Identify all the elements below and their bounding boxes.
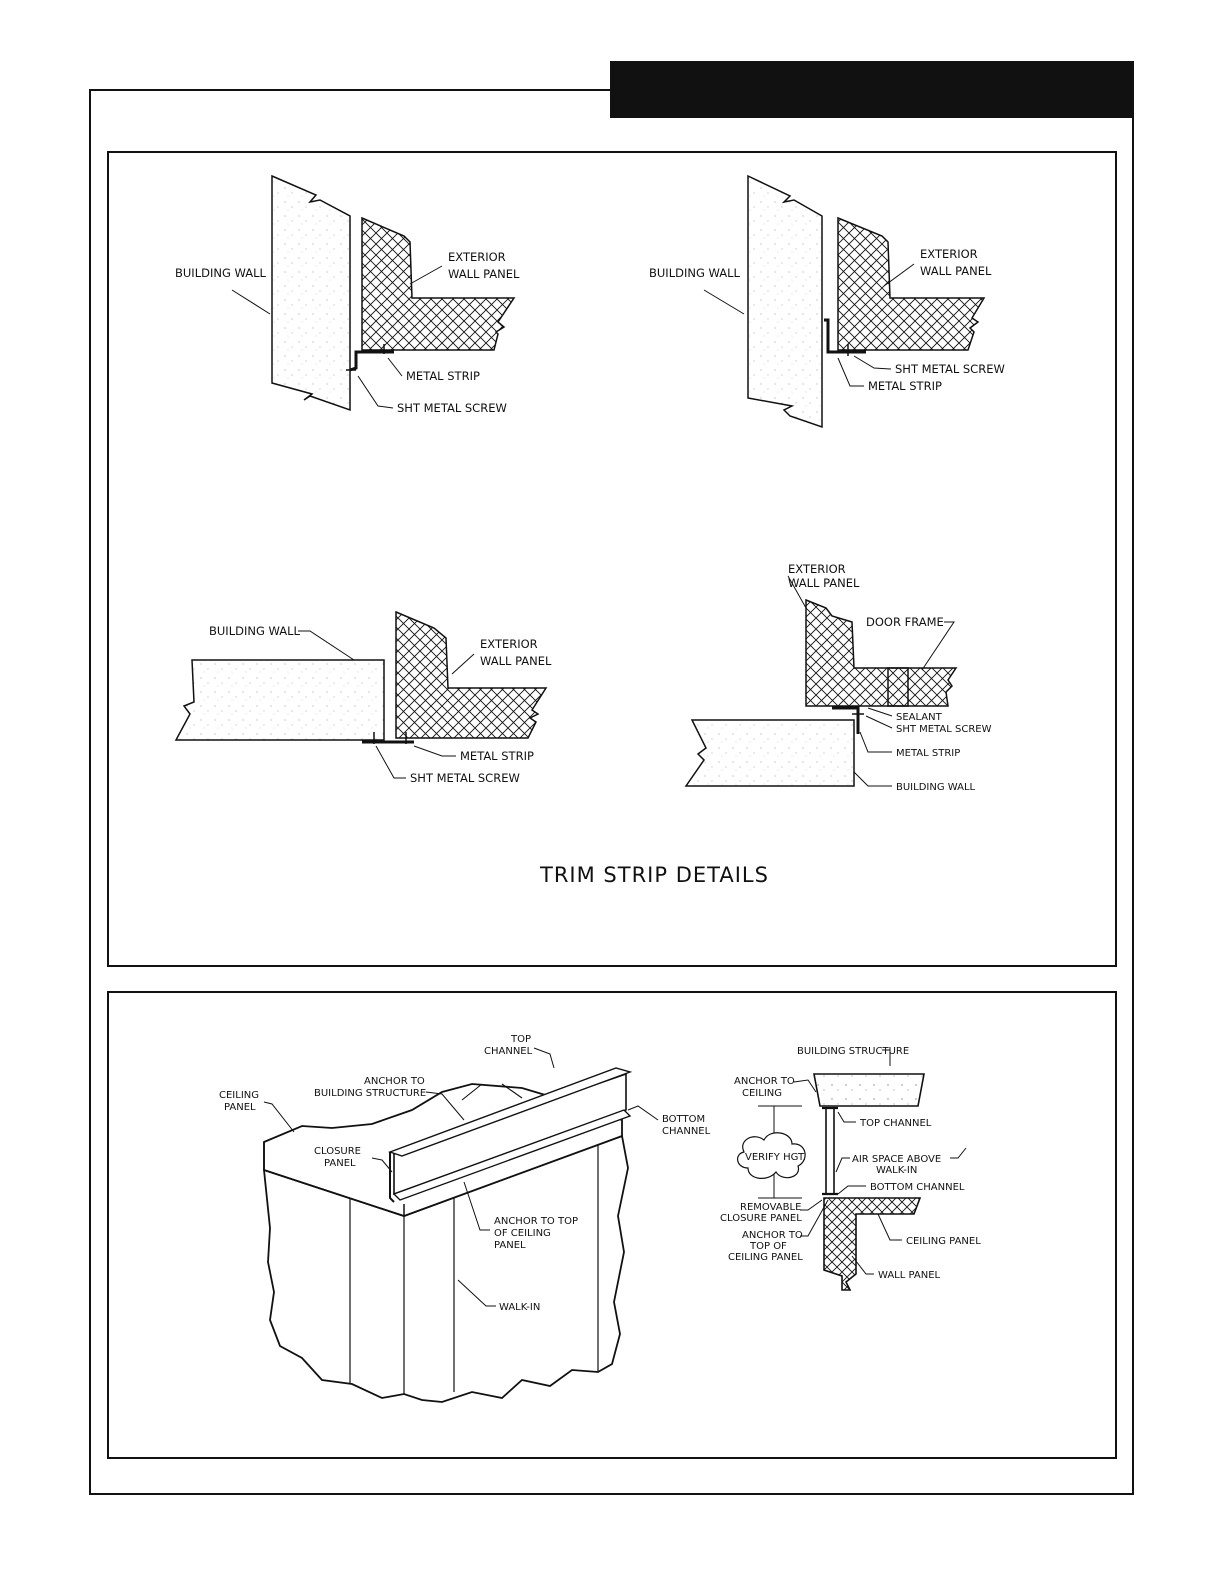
label-closure: CLOSURE (314, 1146, 361, 1157)
label-building-wall: BUILDING WALL (175, 266, 267, 280)
label-metal-strip: METAL STRIP (460, 749, 534, 763)
building-wall-section (271, 174, 351, 412)
trim-strip-drawing: BUILDING WALL EXTERIOR WALL PANEL METAL … (174, 174, 1005, 887)
label-anchor-to-section: ANCHOR TO (742, 1230, 803, 1241)
label-sht-metal-screw: SHT METAL SCREW (410, 771, 520, 785)
label-building-structure: BUILDING STRUCTURE (314, 1088, 426, 1099)
sheet-metal-screw (373, 732, 407, 744)
label-ceiling: CEILING (219, 1090, 259, 1101)
sheet-metal-screw (346, 344, 385, 371)
exterior-wall-panel-section (361, 216, 516, 351)
building-structure-section (813, 1073, 925, 1107)
label-panel: PANEL (224, 1102, 256, 1113)
label-exterior: EXTERIOR (448, 250, 506, 264)
page-frame (89, 89, 1134, 1495)
label-top-channel: TOP CHANNEL (859, 1118, 932, 1129)
door-frame-section (887, 667, 909, 707)
detail-1: BUILDING WALL EXTERIOR WALL PANEL METAL … (175, 174, 520, 415)
building-wall-section (747, 174, 823, 429)
isometric-view: TOP CHANNEL ANCHOR TO BUILDING STRUCTURE… (219, 1034, 711, 1403)
ceiling-and-wall-panel-section (823, 1197, 922, 1291)
label-building-wall: BUILDING WALL (649, 266, 741, 280)
label-of-ceiling: OF CEILING (494, 1228, 551, 1239)
detail-3: BUILDING WALL EXTERIOR WALL PANEL METAL … (174, 610, 552, 785)
label-exterior: EXTERIOR (788, 562, 846, 576)
trim-strip-details-panel: BUILDING WALL EXTERIOR WALL PANEL METAL … (107, 151, 1117, 967)
label-air-space-above: AIR SPACE ABOVE (852, 1154, 941, 1165)
trim-strip-details-title: TRIM STRIP DETAILS (539, 863, 769, 887)
label-wall-panel: WALL PANEL (920, 264, 992, 278)
label-air-space-walk-in: WALK-IN (876, 1165, 917, 1176)
exterior-wall-panel-section (805, 598, 958, 707)
top-channel (387, 1067, 633, 1157)
label-sealant: SEALANT (896, 712, 943, 723)
label-wall-panel: WALL PANEL (788, 576, 860, 590)
label-exterior: EXTERIOR (480, 637, 538, 651)
section-view: BUILDING STRUCTURE ANCHOR TO CEILING TOP… (720, 1046, 981, 1291)
label-ceiling: CEILING (742, 1088, 782, 1099)
metal-strip (349, 350, 394, 372)
label-top-of: TOP OF (749, 1241, 787, 1252)
metal-strip (824, 318, 866, 354)
label-walk-in: WALK-IN (499, 1302, 540, 1313)
exterior-wall-panel-section (395, 610, 548, 739)
label-bottom: BOTTOM (662, 1114, 705, 1125)
closure-panel-drawing: TOP CHANNEL ANCHOR TO BUILDING STRUCTURE… (219, 1034, 981, 1403)
label-channel: CHANNEL (484, 1046, 533, 1057)
label-ceiling-panel-anchor: CEILING PANEL (728, 1252, 803, 1263)
label-ceiling-panel: CEILING PANEL (906, 1236, 981, 1247)
label-sht-metal-screw: SHT METAL SCREW (895, 362, 1005, 376)
detail-4: EXTERIOR WALL PANEL DOOR FRAME SEALANT S… (684, 562, 992, 793)
label-wall-panel: WALL PANEL (480, 654, 552, 668)
label-wall-panel: WALL PANEL (448, 267, 520, 281)
label-closure-panel: CLOSURE PANEL (720, 1213, 802, 1224)
exterior-wall-panel-section (837, 216, 986, 351)
closure-panel-details-panel: TOP CHANNEL ANCHOR TO BUILDING STRUCTURE… (107, 991, 1117, 1459)
label-anchor-to-top: ANCHOR TO TOP (494, 1216, 578, 1227)
label-sht-metal-screw: SHT METAL SCREW (896, 724, 992, 735)
label-bottom-channel: BOTTOM CHANNEL (870, 1182, 965, 1193)
label-building-wall: BUILDING WALL (896, 782, 976, 793)
label-anchor-panel: PANEL (494, 1240, 526, 1251)
walk-in-box (262, 1134, 629, 1403)
label-metal-strip: METAL STRIP (868, 379, 942, 393)
label-door-frame: DOOR FRAME (866, 615, 944, 629)
label-building-structure: BUILDING STRUCTURE (797, 1046, 909, 1057)
closure-panel-section (825, 1107, 835, 1195)
label-wall-panel: WALL PANEL (878, 1270, 941, 1281)
label-sht-metal-screw: SHT METAL SCREW (397, 401, 507, 415)
building-wall-section (684, 719, 855, 787)
verify-height-cloud (737, 1132, 806, 1179)
label-top: TOP (510, 1034, 531, 1045)
label-metal-strip: METAL STRIP (406, 369, 480, 383)
label-exterior: EXTERIOR (920, 247, 978, 261)
building-wall-section (174, 659, 385, 741)
label-verify-hgt: VERIFY HGT. (745, 1152, 806, 1163)
label-bottom-channel: CHANNEL (662, 1126, 711, 1137)
label-removable: REMOVABLE (740, 1202, 801, 1213)
label-anchor-to: ANCHOR TO (734, 1076, 795, 1087)
label-closure-panel: PANEL (324, 1158, 356, 1169)
label-anchor-to: ANCHOR TO (364, 1076, 425, 1087)
label-building-wall: BUILDING WALL (209, 624, 301, 638)
detail-2: BUILDING WALL EXTERIOR WALL PANEL SHT ME… (649, 174, 1005, 429)
label-metal-strip: METAL STRIP (896, 748, 960, 759)
metal-strip (832, 706, 860, 734)
bottom-channel (392, 1109, 632, 1201)
